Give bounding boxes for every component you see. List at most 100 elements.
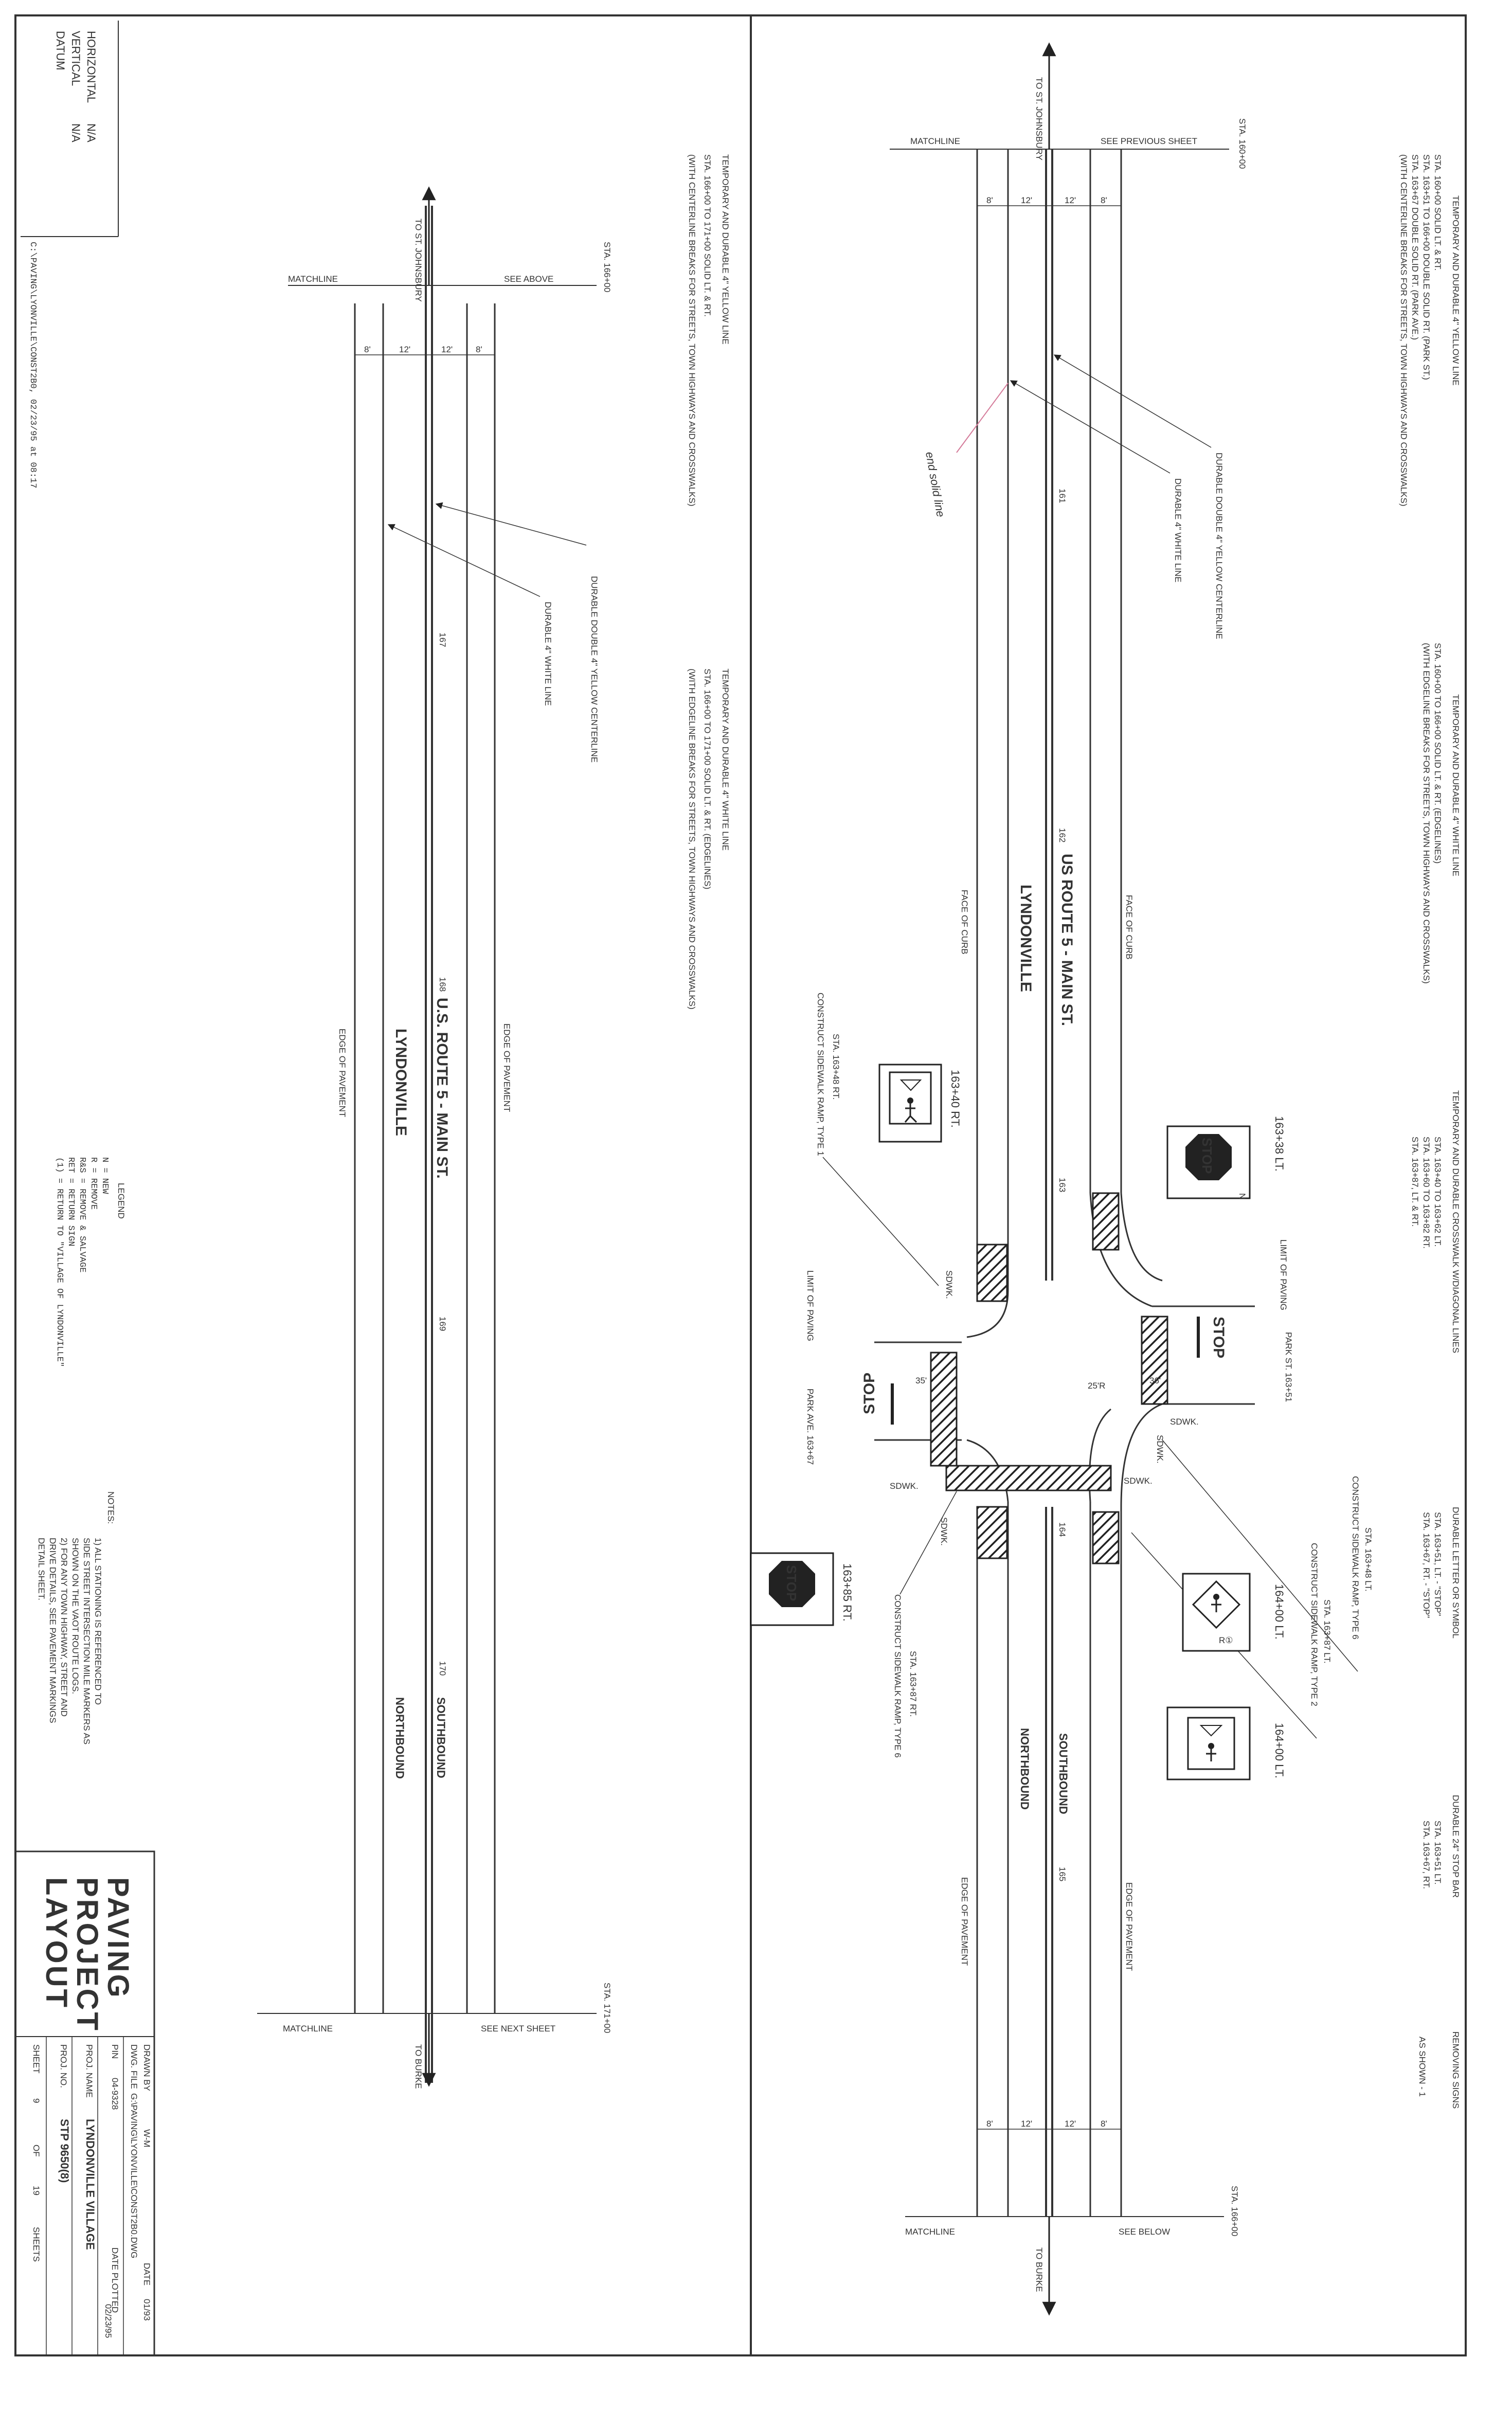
left-to-north: TO ST. JOHNSBURY <box>413 219 423 302</box>
svg-text:12': 12' <box>441 345 453 354</box>
svg-text:STA. 163+67 DOUBLE SOL: STA. 163+67 DOUBLE SOLID RT. (PARK AVE.) <box>1410 154 1420 340</box>
left-see-next: SEE NEXT SHEET <box>481 2024 555 2033</box>
svg-text:R&S = REMOVE & SALVAGE: R&S = REMOVE & SALVAGE <box>77 1157 87 1272</box>
park-st-label: PARK ST. 163+51 <box>1284 1332 1293 1402</box>
svg-text:PIN: PIN <box>110 2044 120 2059</box>
left-edge-left: EDGE OF PAVEMENT <box>337 1029 347 1117</box>
title-layout: LAYOUT <box>40 1877 73 2009</box>
title-block: PAVING PROJECT LAYOUT DRAWN BY W-M DATE … <box>14 1850 155 2356</box>
svg-text:12': 12' <box>1021 195 1032 205</box>
left-northbound: NORTHBOUND <box>393 1697 406 1779</box>
svg-text:STA. 163+87 RT.: STA. 163+87 RT. <box>908 1651 918 1717</box>
side-streets <box>874 1305 1255 1441</box>
dim-36: 36' <box>1149 1376 1161 1385</box>
svg-text:8': 8' <box>476 345 482 354</box>
handwritten-note: end solid line <box>923 451 947 518</box>
right-road-north <box>966 149 1163 1338</box>
svg-text:TEMPORARY AND DURABLE CROSSWAL: TEMPORARY AND DURABLE CROSSWALK W/DIAGON… <box>1451 1090 1461 1353</box>
svg-text:STOP: STOP <box>784 1565 799 1601</box>
right-edge-left: EDGE OF PAVEMENT <box>960 1877 969 1966</box>
svg-text:(1) = RETURN TO "VILLAGE OF: (1) = RETURN TO "VILLAGE OF LYNDONVILLE" <box>55 1157 64 1367</box>
svg-text:SDWK.: SDWK. <box>939 1517 949 1546</box>
svg-text:167: 167 <box>438 633 447 647</box>
svg-text:SIDE STREET INTERSECTION MILE: SIDE STREET INTERSECTION MILE MARKERS AS <box>82 1538 92 1744</box>
svg-text:DWG. FILE: DWG. FILE <box>129 2044 139 2089</box>
right-face-curb-right: FACE OF CURB <box>1124 895 1134 960</box>
svg-text:04-9328: 04-9328 <box>110 2078 120 2110</box>
left-road-name: U.S. ROUTE 5 - MAIN ST. <box>434 998 451 1179</box>
svg-text:STP 9650(8): STP 9650(8) <box>58 2119 71 2183</box>
svg-text:STA. 163+48 LT.: STA. 163+48 LT. <box>1363 1527 1373 1592</box>
right-road-south <box>966 1403 1163 2217</box>
right-edge-right: EDGE OF PAVEMENT <box>1124 1882 1134 1971</box>
svg-text:AS SHOWN - 1: AS SHOWN - 1 <box>1417 2037 1427 2097</box>
svg-text:8': 8' <box>364 345 371 354</box>
svg-text:W-M: W-M <box>142 2129 152 2148</box>
svg-text:(WITH EDGELINE BREAKS FOR STRE: (WITH EDGELINE BREAKS FOR STREETS, TOWN … <box>1421 643 1431 984</box>
right-road-name: US ROUTE 5 - MAIN ST. <box>1058 854 1075 1026</box>
datum-label: DATUM <box>54 31 67 70</box>
svg-text:(WITH EDGELINE BREAKS FOR STRE: (WITH EDGELINE BREAKS FOR STREETS, TOWN … <box>687 669 697 1010</box>
svg-text:8': 8' <box>1101 2119 1107 2129</box>
sign-sta-164-00-a: 164+00 LT. <box>1273 1584 1286 1640</box>
svg-text:SDWK.: SDWK. <box>890 1481 919 1491</box>
right-matchline-bottom: MATCHLINE <box>905 2227 955 2237</box>
left-stations: 167 168 169 170 <box>438 633 447 1676</box>
right-dimensions-bottom: 8' 12' 12' 8' <box>977 2119 1121 2130</box>
svg-text:N: N <box>1237 1193 1247 1199</box>
limit-paving-right: LIMIT OF PAVING <box>1279 1239 1288 1310</box>
svg-text:163: 163 <box>1057 1178 1067 1192</box>
datum-horizontal-label: HORIZONTAL <box>85 31 98 103</box>
right-sta-top: STA. 160+00 <box>1237 118 1247 169</box>
left-matchline-top: MATCHLINE <box>288 274 338 284</box>
svg-text:CONSTRUCT SIDEWALK RAMP, TYPE: CONSTRUCT SIDEWALK RAMP, TYPE 2 <box>1309 1543 1319 1706</box>
svg-text:PROJ. NO.: PROJ. NO. <box>59 2044 68 2088</box>
svg-text:169: 169 <box>438 1317 447 1331</box>
file-path: C:\PAVING\LYONVILLE\CONST2B0, 02/23/95 a… <box>28 242 38 488</box>
svg-text:DRAWN BY: DRAWN BY <box>142 2044 152 2091</box>
svg-text:STA. 163+67, RT. - "STOP": STA. 163+67, RT. - "STOP" <box>1421 1512 1431 1618</box>
right-town: LYNDONVILLE <box>1017 885 1034 992</box>
svg-text:R = REMOVE: R = REMOVE <box>88 1157 98 1210</box>
svg-text:165: 165 <box>1057 1867 1067 1881</box>
svg-text:LEGEND: LEGEND <box>116 1183 126 1219</box>
left-matchline-bottom: MATCHLINE <box>283 2024 333 2033</box>
title-project: PROJECT <box>70 1877 104 2032</box>
left-panel: C:\PAVING\LYONVILLE\CONST2B0, 02/23/95 a… <box>14 21 730 2356</box>
svg-text:SHEETS: SHEETS <box>31 2227 41 2262</box>
svg-text:PROJ. NAME: PROJ. NAME <box>84 2044 94 2098</box>
park-ave-label: PARK AVE. 163+67 <box>805 1389 815 1465</box>
svg-text:SHEET: SHEET <box>31 2044 41 2074</box>
svg-text:12': 12' <box>1065 195 1076 205</box>
svg-text:164: 164 <box>1057 1522 1067 1537</box>
svg-text:12': 12' <box>399 345 410 354</box>
left-callouts <box>387 502 587 597</box>
right-face-curb-left: FACE OF CURB <box>960 890 969 955</box>
svg-text:SHOWN ON THE VAOT ROUTE LOGS.: SHOWN ON THE VAOT ROUTE LOGS. <box>70 1538 80 1694</box>
svg-text:STA. 163+87 LT.: STA. 163+87 LT. <box>1322 1599 1332 1664</box>
svg-text:168: 168 <box>438 977 447 992</box>
legend: LEGEND N = NEW R = REMOVE R&S = REMOVE &… <box>55 1157 126 1367</box>
left-callout-white: DURABLE 4" WHITE LINE <box>543 602 553 706</box>
right-northbound: NORTHBOUND <box>1018 1728 1031 1810</box>
ramp-callouts: STA. 163+48 RT. CONSTRUCT SIDEWALK RAMP,… <box>816 993 1373 1758</box>
svg-text:STA. 166+00 TO 171+00: STA. 166+00 TO 171+00 SOLID LT. & RT. <box>703 154 712 317</box>
datum-horizontal-value: N/A <box>85 123 98 142</box>
outer-border <box>14 14 1467 2356</box>
left-to-south: TO BURKE <box>413 2044 423 2089</box>
svg-text:DURABLE LETTER OR SYMBOL: DURABLE LETTER OR SYMBOL <box>1451 1507 1461 1639</box>
svg-text:01/93: 01/93 <box>142 2299 152 2321</box>
svg-text:161: 161 <box>1057 489 1067 503</box>
svg-text:STA. 163+40 TO 163+62 LT.: STA. 163+40 TO 163+62 LT. <box>1433 1137 1443 1247</box>
right-to-south: TO BURKE <box>1034 2247 1044 2292</box>
svg-text:TEMPORARY AND DURABLE 4" WHITE: TEMPORARY AND DURABLE 4" WHITE LINE <box>721 669 730 851</box>
svg-text:TEMPORARY AND DURABLE 4" WHITE: TEMPORARY AND DURABLE 4" WHITE LINE <box>1451 694 1461 876</box>
svg-text:SDWK.: SDWK. <box>1124 1476 1153 1486</box>
svg-text:G:\PAVING\LYONVILLE\CONST2B0.D: G:\PAVING\LYONVILLE\CONST2B0.DWG <box>129 2093 139 2258</box>
dim-25r: 25'R <box>1088 1381 1105 1391</box>
svg-text:12': 12' <box>1021 2119 1032 2129</box>
crosswalks <box>930 1192 1168 1564</box>
notes: NOTES: 1) ALL STATIONING IS REFERENCED T… <box>37 1491 116 1744</box>
left-southbound: SOUTHBOUND <box>435 1697 447 1778</box>
sign-sta-164-00-b: 164+00 LT. <box>1273 1723 1286 1778</box>
